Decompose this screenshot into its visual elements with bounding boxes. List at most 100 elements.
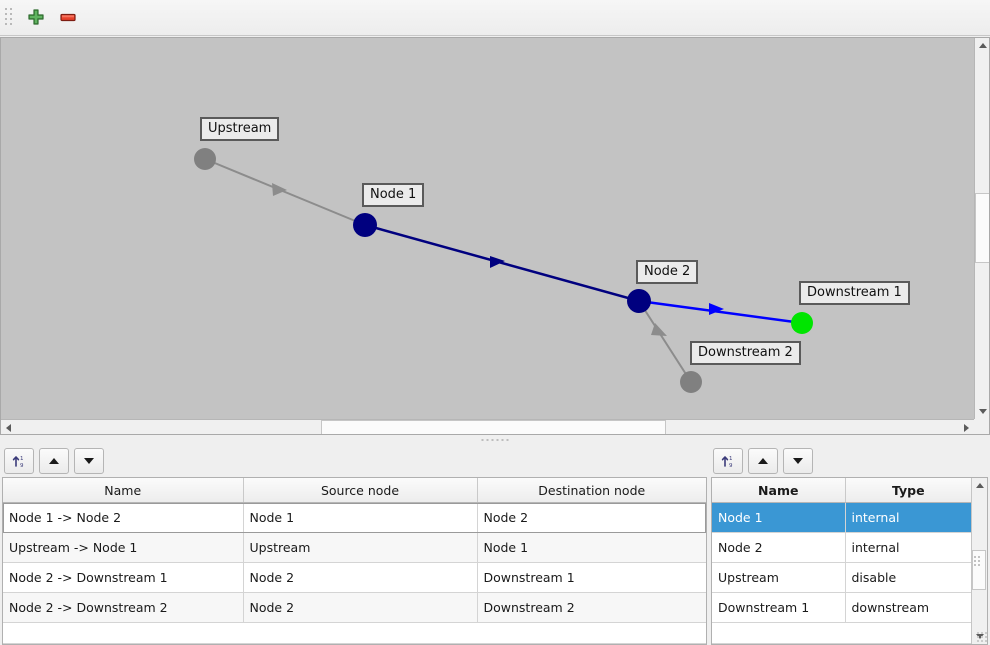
nodes-table-body: Node 1 internal Node 2 internal Upstream… [712, 502, 971, 644]
triangle-down-icon [84, 458, 94, 464]
edges-cell-source[interactable]: Node 2 [243, 562, 478, 593]
nodes-column-type[interactable]: Type [845, 478, 971, 503]
graph-node-downstream2[interactable] [680, 370, 702, 393]
arrow-down-icon [978, 409, 987, 415]
window-resize-grip[interactable] [977, 632, 987, 642]
table-row[interactable]: Downstream 1 downstream [712, 592, 971, 623]
bottom-panels: 1 9 [0, 445, 990, 645]
nodes-cell-type[interactable]: internal [845, 532, 971, 563]
scroll-right-button[interactable] [959, 420, 974, 435]
graph-node-downstream1[interactable] [791, 311, 813, 334]
svg-text:9: 9 [729, 463, 733, 469]
table-row[interactable]: Node 2 -> Downstream 1 Node 2 Downstream… [3, 562, 706, 593]
nodes-cell-type[interactable]: downstream [845, 592, 971, 623]
arrow-left-icon [6, 423, 11, 432]
table-row[interactable]: Upstream -> Node 1 Upstream Node 1 [3, 532, 706, 563]
canvas-horizontal-scrollbar[interactable] [1, 419, 974, 435]
table-row[interactable]: Node 2 internal [712, 532, 971, 563]
nodes-table: Name Type Node 1 internal Node 2 interna… [712, 478, 971, 644]
arrow-down-icon [975, 634, 984, 639]
graph-svg [194, 147, 813, 393]
toolbar-drag-handle[interactable] [4, 6, 14, 28]
scroll-up-button[interactable] [975, 37, 989, 53]
table-row[interactable]: Node 1 internal [712, 502, 971, 533]
nodes-move-down-button[interactable] [783, 448, 813, 474]
edges-table-container[interactable]: Name Source node Destination node Node 1… [2, 477, 707, 645]
edges-column-source[interactable]: Source node [243, 478, 478, 503]
nodes-cell-type[interactable]: internal [845, 502, 971, 533]
edges-column-destination[interactable]: Destination node [477, 478, 706, 503]
add-button[interactable] [20, 2, 52, 32]
edges-panel: 1 9 [0, 445, 709, 645]
edges-cell-source[interactable]: Node 2 [243, 592, 478, 623]
sort-ascending-icon: 1 9 [12, 456, 24, 469]
nodes-cell-name[interactable]: Downstream 1 [712, 592, 846, 623]
edges-column-name[interactable]: Name [3, 478, 244, 503]
graph-node-label-upstream[interactable]: Upstream [200, 116, 280, 141]
nodes-sort-button[interactable]: 1 9 [713, 448, 743, 474]
graph-node-label-downstream2[interactable]: Downstream 2 [690, 340, 801, 365]
graph-edge-node2-downstream2[interactable] [638, 300, 692, 383]
nodes-cell-name[interactable]: Node 2 [712, 532, 846, 563]
canvas-vertical-scroll-thumb[interactable] [975, 192, 989, 263]
graph-node-upstream[interactable] [194, 147, 216, 170]
edges-cell-destination[interactable]: Downstream 1 [477, 562, 706, 593]
scrollbar-corner [974, 419, 989, 435]
edges-cell-name[interactable]: Node 2 -> Downstream 2 [3, 592, 244, 623]
graph-edge-node1-node2[interactable] [364, 223, 640, 302]
nodes-move-up-button[interactable] [748, 448, 778, 474]
nodes-table-grip-icon [974, 556, 980, 566]
triangle-down-icon [793, 458, 803, 464]
table-row[interactable]: Node 1 -> Node 2 Node 1 Node 2 [3, 502, 706, 533]
graph-node-node2[interactable] [627, 288, 651, 313]
edges-cell-name[interactable]: Upstream -> Node 1 [3, 532, 244, 563]
graph-node-label-node2[interactable]: Node 2 [636, 259, 699, 284]
table-row-empty [712, 622, 971, 644]
nodes-scroll-up-button[interactable] [972, 478, 987, 493]
graph-node-label-node1[interactable]: Node 1 [362, 182, 425, 207]
graph-node-label-downstream1[interactable]: Downstream 1 [799, 280, 910, 305]
triangle-up-icon [758, 458, 768, 464]
edges-cell-destination[interactable]: Downstream 2 [477, 592, 706, 623]
nodes-table-vertical-scrollbar[interactable] [971, 478, 987, 644]
graph-node-node1[interactable] [353, 212, 377, 237]
nodes-cell-name[interactable]: Upstream [712, 562, 846, 593]
nodes-column-name[interactable]: Name [712, 478, 846, 503]
remove-button[interactable] [52, 2, 84, 32]
edges-cell-source[interactable]: Node 1 [243, 502, 478, 533]
edges-cell-destination[interactable]: Node 2 [477, 502, 706, 533]
canvas-horizontal-scroll-thumb[interactable] [321, 420, 666, 435]
nodes-scroll-down-button[interactable] [972, 629, 987, 644]
sort-ascending-icon: 1 9 [721, 456, 733, 469]
plus-icon [28, 9, 44, 25]
horizontal-splitter[interactable] [0, 435, 990, 445]
svg-text:1: 1 [729, 456, 733, 462]
nodes-table-header-row: Name Type [712, 478, 971, 503]
scroll-down-button[interactable] [975, 404, 989, 420]
splitter-grip-icon [481, 439, 509, 442]
edges-cell-destination[interactable]: Node 1 [477, 532, 706, 563]
edges-cell-name[interactable]: Node 2 -> Downstream 1 [3, 562, 244, 593]
graph-canvas-panel[interactable]: Upstream Node 1 Node 2 Downstream 1 Down… [0, 36, 990, 436]
edges-table-body: Node 1 -> Node 2 Node 1 Node 2 Upstream … [3, 502, 706, 644]
table-row[interactable]: Node 2 -> Downstream 2 Node 2 Downstream… [3, 592, 706, 623]
table-row-empty [3, 622, 706, 644]
nodes-cell-name[interactable]: Node 1 [712, 502, 846, 533]
nodes-cell-type[interactable]: disable [845, 562, 971, 593]
scroll-left-button[interactable] [1, 420, 16, 435]
graph-edge-upstream-node1[interactable] [204, 157, 366, 226]
nodes-table-container[interactable]: Name Type Node 1 internal Node 2 interna… [711, 477, 988, 645]
graph-edge-node2-downstream1[interactable] [638, 299, 803, 324]
edges-move-up-button[interactable] [39, 448, 69, 474]
edges-move-down-button[interactable] [74, 448, 104, 474]
canvas-vertical-scrollbar[interactable] [974, 37, 989, 420]
arrow-up-icon [975, 483, 984, 488]
edges-cell-source[interactable]: Upstream [243, 532, 478, 563]
edges-sort-button[interactable]: 1 9 [4, 448, 34, 474]
svg-text:9: 9 [20, 463, 24, 469]
edges-table: Name Source node Destination node Node 1… [3, 478, 706, 644]
table-row[interactable]: Upstream disable [712, 562, 971, 593]
arrow-up-icon [978, 42, 987, 48]
graph-viewport[interactable]: Upstream Node 1 Node 2 Downstream 1 Down… [1, 37, 976, 425]
edges-cell-name[interactable]: Node 1 -> Node 2 [3, 502, 244, 533]
